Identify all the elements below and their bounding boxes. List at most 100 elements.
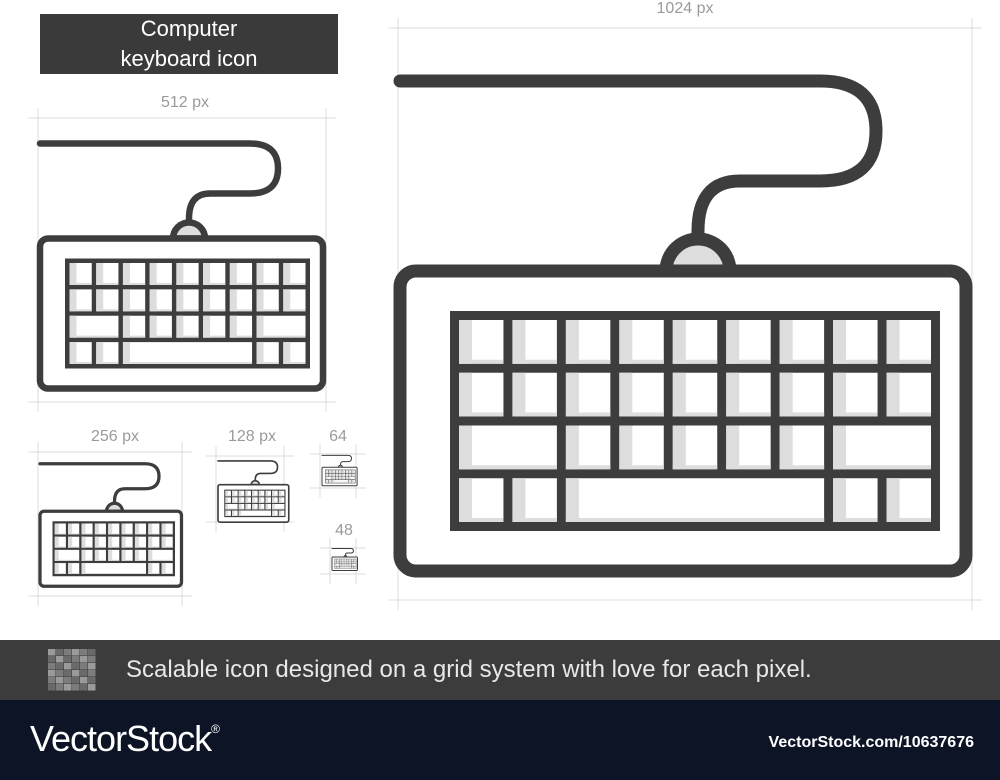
key <box>68 563 80 574</box>
key <box>81 549 93 561</box>
key <box>325 476 332 480</box>
key-shadow <box>726 359 771 364</box>
key-shadow <box>68 563 73 574</box>
key <box>278 510 285 516</box>
pixel-cell <box>48 663 56 670</box>
key-shadow <box>726 372 740 417</box>
key-shadow <box>672 412 718 417</box>
key-shadow <box>232 501 238 503</box>
key-shadow <box>256 289 264 312</box>
key-shadow <box>148 533 160 535</box>
key-shadow <box>283 309 306 312</box>
key-shadow <box>203 282 226 285</box>
key-shadow <box>348 475 352 477</box>
key-shadow <box>459 372 472 417</box>
key <box>69 315 119 338</box>
key <box>272 503 285 510</box>
key-shadow <box>225 495 231 497</box>
key-shadow <box>81 563 86 574</box>
pixel-cell <box>72 670 80 677</box>
key-shadow <box>232 515 238 516</box>
key-shadow <box>283 282 306 285</box>
key-shadow <box>278 497 282 503</box>
key <box>148 549 173 561</box>
pixel-cell <box>64 677 72 684</box>
key-shadow <box>335 471 339 473</box>
key-shadow <box>232 497 235 503</box>
key-shadow <box>278 515 285 516</box>
key-shadow <box>345 478 349 480</box>
key-shadow <box>229 282 253 285</box>
size-label-256: 256 px <box>90 428 140 445</box>
cable <box>321 454 353 466</box>
key-shadow <box>108 533 120 535</box>
key <box>245 503 251 510</box>
key-shadow <box>161 523 166 535</box>
key-shadow <box>69 289 77 312</box>
key-shadow <box>352 480 354 483</box>
pixel-cell <box>88 684 96 691</box>
key-shadow <box>122 289 130 312</box>
key-shadow <box>69 342 77 364</box>
key-shadow <box>459 359 504 364</box>
key <box>258 490 265 497</box>
key-shadow <box>108 549 113 561</box>
pixel-cell <box>56 656 64 663</box>
key-shadow <box>121 546 133 548</box>
key-shadow <box>69 263 77 285</box>
key-shadow <box>94 549 99 561</box>
key-shadow <box>349 564 352 566</box>
key-shadow <box>54 573 66 574</box>
key-shadow <box>265 508 272 510</box>
key-shadow <box>252 501 258 503</box>
key-shadow <box>54 559 80 561</box>
key-shadow <box>334 567 337 569</box>
key-shadow <box>252 497 255 503</box>
pixel-cell <box>64 663 72 670</box>
key-shadow <box>565 320 579 364</box>
key <box>252 503 258 510</box>
key-shadow <box>512 518 557 522</box>
key-shadow <box>68 546 80 548</box>
tagline: Scalable icon designed on a grid system … <box>126 656 812 683</box>
key-shadow <box>161 546 173 548</box>
key <box>225 497 231 503</box>
key-shadow <box>833 518 878 522</box>
key-shadow <box>203 263 211 285</box>
key-shadow <box>833 478 847 522</box>
key <box>161 536 173 548</box>
key-shadow <box>265 495 272 497</box>
connector <box>659 232 737 278</box>
key-shadow <box>134 523 139 535</box>
key <box>565 478 825 522</box>
pixel-cell <box>88 649 96 656</box>
key-shadow <box>252 495 258 497</box>
key-shadow <box>272 515 278 516</box>
cable <box>393 74 883 248</box>
key-shadow <box>203 315 211 338</box>
key-shadow <box>779 412 825 417</box>
key-shadow <box>121 533 133 535</box>
key-shadow <box>345 471 349 473</box>
key-shadow <box>779 320 793 364</box>
pixel-cell <box>72 656 80 663</box>
key-shadow <box>81 573 147 574</box>
key <box>258 503 265 510</box>
key <box>238 503 245 510</box>
key-shadow <box>258 503 262 510</box>
pixel-cell <box>64 656 72 663</box>
key-shadow <box>348 471 352 473</box>
key-shadow <box>96 342 104 364</box>
key-shadow <box>346 560 349 562</box>
key-shadow <box>833 320 847 364</box>
key-shadow <box>148 536 153 548</box>
key-shadow <box>256 309 279 312</box>
key-shadow <box>69 309 92 312</box>
key-shadow <box>348 480 351 483</box>
key <box>94 549 106 561</box>
key-shadow <box>278 495 285 497</box>
key-shadow <box>245 508 251 510</box>
key-shadow <box>459 425 472 470</box>
key-shadow <box>148 549 153 561</box>
key <box>121 549 133 561</box>
